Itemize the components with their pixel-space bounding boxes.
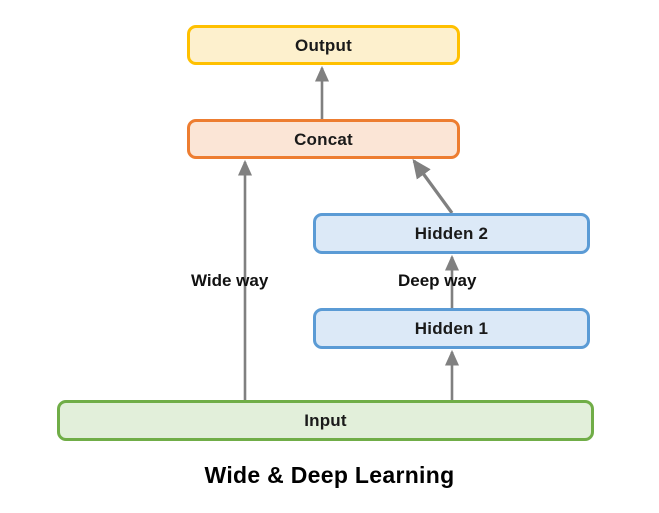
edge-hidden2-to-concat [412, 158, 454, 214]
node-input-label: Input [304, 411, 347, 430]
edge-label-deep-way: Deep way [398, 271, 477, 290]
node-hidden2-label: Hidden 2 [414, 224, 489, 243]
diagram-title: Wide & Deep Learning [204, 462, 455, 488]
node-concat-label: Concat [294, 129, 353, 149]
node-output[interactable]: Output [187, 25, 460, 65]
node-hidden1-label: Hidden 1 [414, 319, 489, 338]
node-input[interactable]: Input [57, 400, 594, 441]
node-hidden2[interactable]: Hidden 2 [313, 213, 590, 254]
node-output-label: Output [295, 35, 352, 55]
edge-label-wide-way: Wide way [191, 271, 269, 290]
node-hidden1[interactable]: Hidden 1 [313, 308, 590, 349]
node-concat[interactable]: Concat [187, 119, 460, 159]
